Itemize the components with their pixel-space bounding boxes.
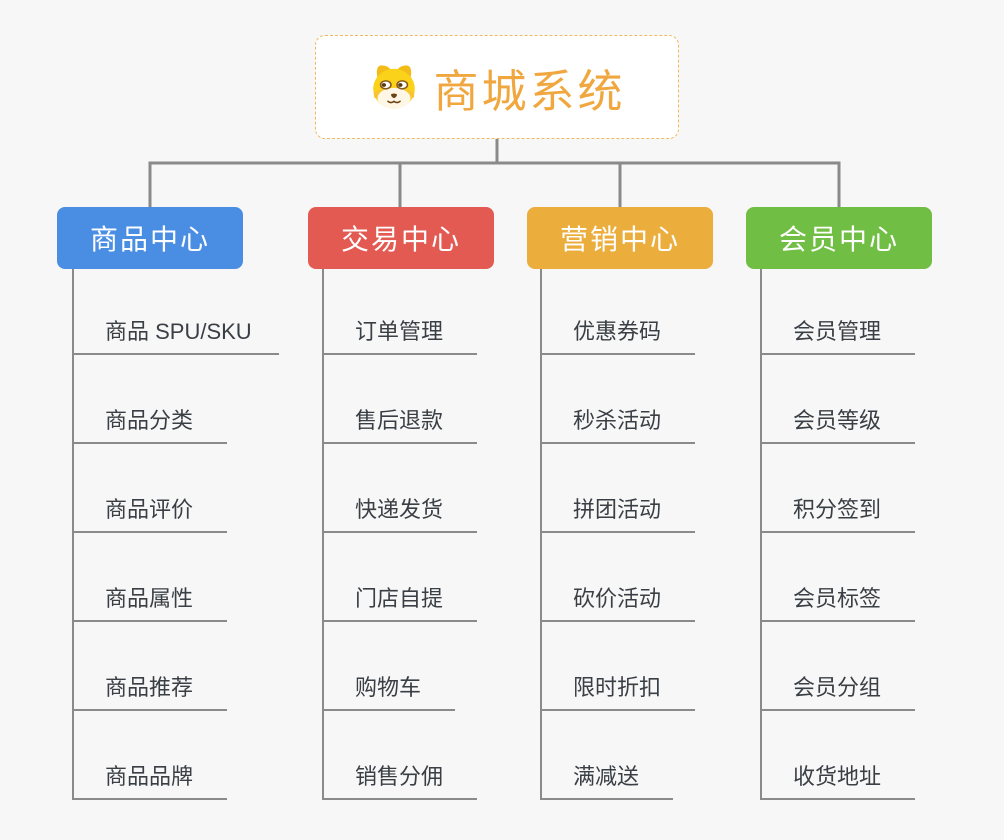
leaf-label: 门店自提	[355, 586, 444, 611]
leaf-label: 商品属性	[105, 586, 194, 611]
leaf-column-member: 会员管理 会员等级 积分签到 会员标签 会员分组 收货地址	[760, 269, 915, 800]
leaf-label: 满减送	[573, 764, 640, 789]
leaf-node[interactable]: 秒杀活动	[542, 404, 695, 444]
leaf-node[interactable]: 售后退款	[324, 404, 477, 444]
root-node-title: 商城系统	[433, 65, 626, 117]
dog-face-icon	[373, 65, 416, 109]
leaf-label: 优惠券码	[573, 319, 662, 344]
branch-node-member-center[interactable]: 会员中心	[746, 207, 932, 269]
branch-node-product-center[interactable]: 商品中心	[57, 207, 243, 269]
leaf-label: 会员等级	[793, 408, 882, 433]
leaf-label: 秒杀活动	[573, 408, 662, 433]
leaf-column-trade: 订单管理 售后退款 快递发货 门店自提 购物车 销售分佣	[322, 269, 477, 800]
leaf-label: 销售分佣	[355, 764, 444, 789]
leaf-node[interactable]: 限时折扣	[542, 671, 695, 711]
leaf-label: 收货地址	[793, 764, 882, 789]
leaf-node[interactable]: 砍价活动	[542, 582, 695, 622]
leaf-node[interactable]: 满减送	[542, 760, 673, 800]
leaf-label: 快递发货	[355, 497, 444, 522]
branch-node-trade-center[interactable]: 交易中心	[308, 207, 494, 269]
leaf-column-marketing: 优惠券码 秒杀活动 拼团活动 砍价活动 限时折扣 满减送	[540, 269, 695, 800]
leaf-node[interactable]: 拼团活动	[542, 493, 695, 533]
leaf-node[interactable]: 商品品牌	[74, 760, 227, 800]
branch-node-label: 交易中心	[340, 224, 461, 255]
leaf-label: 会员标签	[793, 586, 882, 611]
leaf-label: 商品 SPU/SKU	[105, 319, 252, 344]
leaf-node[interactable]: 商品评价	[74, 493, 227, 533]
leaf-label: 积分签到	[793, 497, 882, 522]
leaf-node[interactable]: 收货地址	[762, 760, 915, 800]
branch-node-marketing-center[interactable]: 营销中心	[527, 207, 713, 269]
leaf-label: 商品品牌	[105, 764, 194, 789]
leaf-label: 砍价活动	[573, 586, 662, 611]
leaf-node[interactable]: 优惠券码	[542, 315, 695, 355]
leaf-label: 购物车	[355, 675, 422, 700]
root-node[interactable]: 商城系统	[315, 35, 679, 139]
leaf-label: 商品推荐	[105, 675, 194, 700]
leaf-label: 限时折扣	[573, 675, 662, 700]
leaf-label: 会员分组	[793, 675, 882, 700]
leaf-node[interactable]: 购物车	[324, 671, 455, 711]
leaf-node[interactable]: 门店自提	[324, 582, 477, 622]
leaf-label: 商品评价	[105, 497, 194, 522]
leaf-node[interactable]: 商品 SPU/SKU	[74, 315, 279, 355]
leaf-node[interactable]: 会员分组	[762, 671, 915, 711]
leaf-column-product: 商品 SPU/SKU 商品分类 商品评价 商品属性 商品推荐 商品品牌	[72, 269, 279, 800]
leaf-label: 售后退款	[355, 408, 444, 433]
leaf-node[interactable]: 订单管理	[324, 315, 477, 355]
leaf-label: 订单管理	[355, 319, 444, 344]
branch-node-label: 商品中心	[89, 224, 210, 255]
leaf-node[interactable]: 会员标签	[762, 582, 915, 622]
leaf-node[interactable]: 积分签到	[762, 493, 915, 533]
branch-node-label: 会员中心	[778, 224, 899, 255]
leaf-node[interactable]: 商品分类	[74, 404, 227, 444]
leaf-label: 会员管理	[793, 319, 882, 344]
leaf-node[interactable]: 商品属性	[74, 582, 227, 622]
leaf-node[interactable]: 会员管理	[762, 315, 915, 355]
leaf-node[interactable]: 快递发货	[324, 493, 477, 533]
leaf-node[interactable]: 商品推荐	[74, 671, 227, 711]
branch-node-label: 营销中心	[559, 224, 680, 255]
leaf-label: 商品分类	[105, 408, 194, 433]
leaf-node[interactable]: 会员等级	[762, 404, 915, 444]
leaf-label: 拼团活动	[573, 497, 662, 522]
leaf-node[interactable]: 销售分佣	[324, 760, 477, 800]
